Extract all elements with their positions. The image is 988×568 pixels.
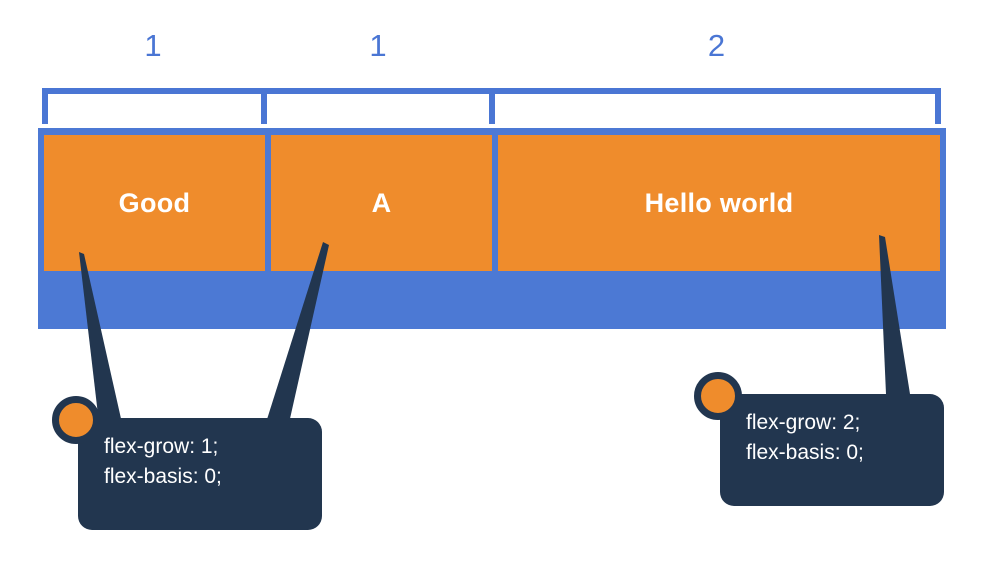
flex-item-label: Hello world — [644, 187, 794, 218]
callout-text-line: flex-grow: 2; — [746, 411, 861, 434]
flex-container: Good A Hello world — [38, 128, 946, 329]
flex-item-a: A — [271, 135, 492, 271]
ratio-label-2: 1 — [369, 28, 387, 63]
callout-badge-icon — [52, 396, 100, 444]
callout-text-line: flex-basis: 0; — [746, 441, 864, 465]
callout-text-line: flex-basis: 0; — [104, 465, 222, 489]
callout-text-line: flex-grow: 1; — [104, 435, 219, 458]
callout-right: flex-grow: 2; flex-basis: 0; — [694, 372, 944, 506]
flex-item-label: Good — [118, 187, 191, 218]
flex-item-hello-world: Hello world — [498, 135, 940, 271]
callout-badge-icon — [694, 372, 742, 420]
flex-item-good: Good — [44, 135, 265, 271]
ratio-label-1: 1 — [144, 28, 162, 63]
callout-left: flex-grow: 1; flex-basis: 0; — [52, 396, 322, 530]
flex-item-label: A — [371, 187, 392, 218]
flex-items-row: Good A Hello world — [44, 135, 940, 271]
ratio-label-3: 2 — [707, 28, 726, 63]
